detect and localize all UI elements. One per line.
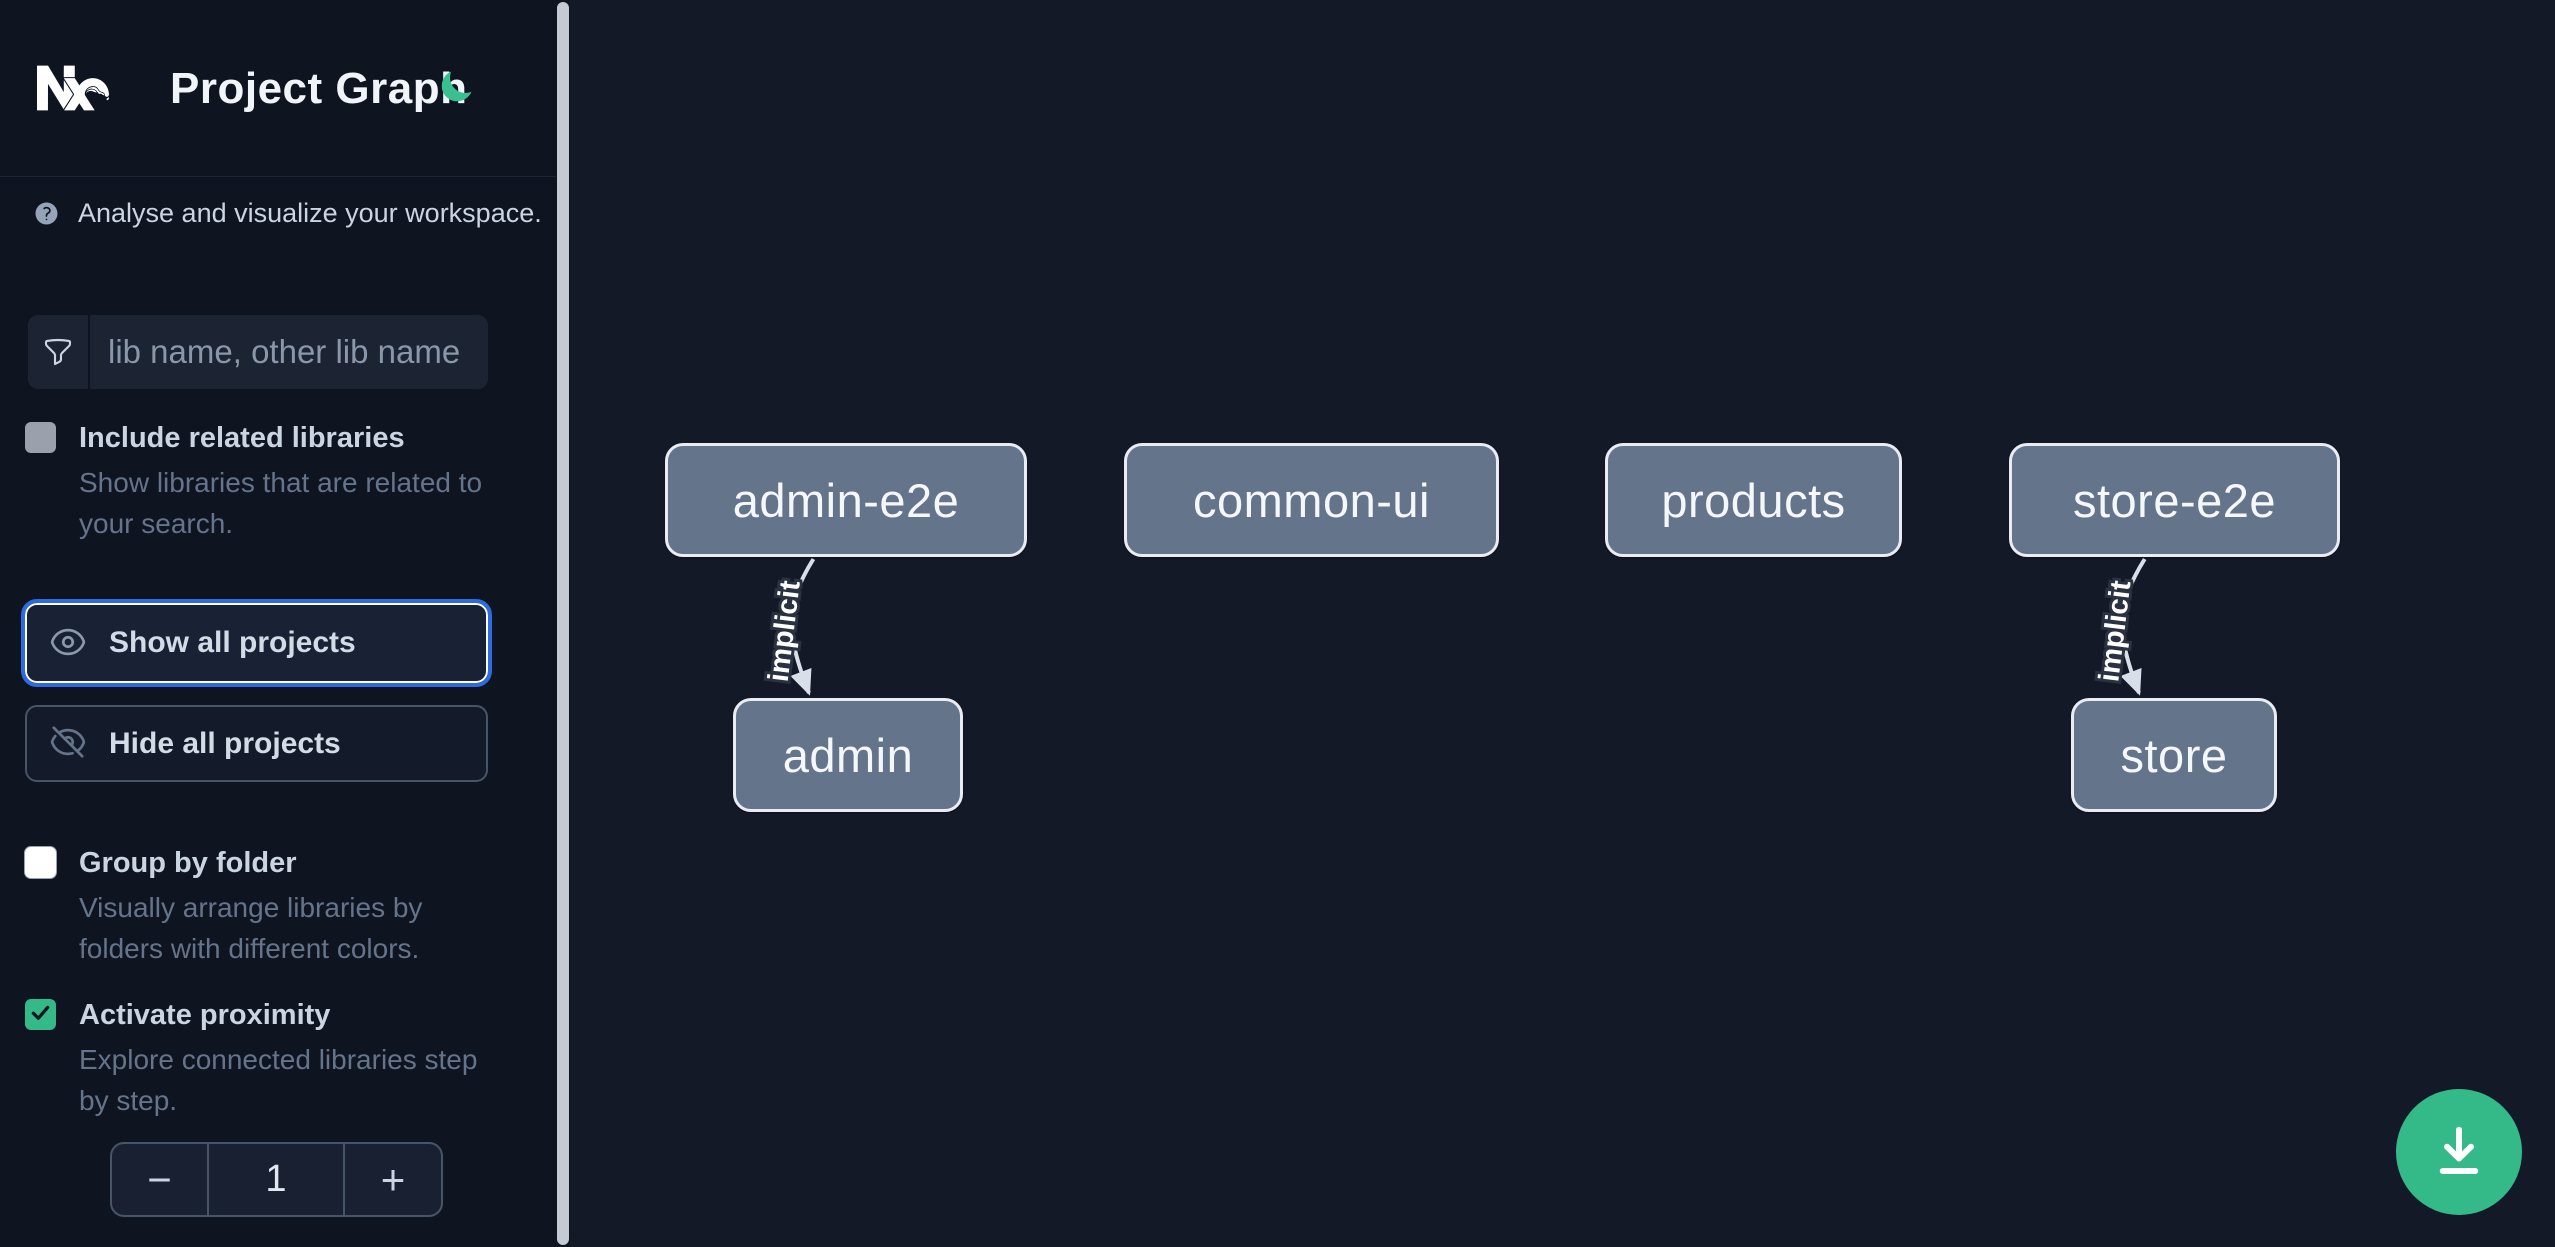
hide-all-projects-button[interactable]: Hide all projects <box>25 705 488 782</box>
eye-slash-icon <box>49 723 87 764</box>
moon-icon <box>437 71 475 109</box>
include-related-checkbox[interactable] <box>25 422 56 453</box>
nx-logo <box>28 52 118 124</box>
theme-toggle-button[interactable] <box>436 68 476 108</box>
graph-node-label: common-ui <box>1193 473 1430 527</box>
funnel-icon <box>28 315 90 389</box>
graph-node-common-ui[interactable]: common-ui <box>1124 443 1499 557</box>
download-image-button[interactable] <box>2396 1089 2522 1215</box>
sidebar-scrollbar <box>556 0 570 1247</box>
graph-node-store[interactable]: store <box>2071 698 2277 812</box>
option-include-related: Include related libraries Show libraries… <box>25 420 499 544</box>
eye-icon <box>49 623 87 664</box>
proximity-decrement-button[interactable]: − <box>112 1144 209 1215</box>
sidebar-scrollbar-thumb[interactable] <box>557 2 569 1245</box>
proximity-increment-button[interactable]: + <box>343 1144 441 1215</box>
graph-node-label: store-e2e <box>2072 473 2277 527</box>
activate-proximity-label: Activate proximity <box>79 999 331 1031</box>
graph-node-admin-e2e[interactable]: admin-e2e <box>665 443 1027 557</box>
show-all-projects-label: Show all projects <box>109 626 356 659</box>
show-all-projects-button[interactable]: Show all projects <box>21 599 492 687</box>
graph-node-label: admin <box>782 728 914 782</box>
graph-node-label: products <box>1661 473 1846 527</box>
group-by-folder-checkbox[interactable] <box>25 847 56 878</box>
graph-node-label: admin-e2e <box>732 473 960 527</box>
intro-text: Analyse and visualize your workspace. <box>78 198 542 228</box>
info-icon <box>33 200 60 227</box>
intro-row: Analyse and visualize your workspace. <box>33 198 542 229</box>
download-icon <box>2429 1121 2489 1184</box>
graph-node-admin[interactable]: admin <box>733 698 963 812</box>
option-activate-proximity: Activate proximity Explore connected lib… <box>25 997 499 1121</box>
graph-node-products[interactable]: products <box>1605 443 1902 557</box>
option-group-by-folder: Group by folder Visually arrange librari… <box>25 845 499 969</box>
graph-canvas[interactable] <box>570 0 2555 1247</box>
proximity-value[interactable]: 1 <box>265 1158 287 1200</box>
search-input[interactable] <box>90 315 488 389</box>
proximity-stepper: − 1 + <box>110 1142 443 1217</box>
sidebar-header: Project Graph <box>0 0 556 177</box>
include-related-label: Include related libraries <box>79 422 405 454</box>
graph-node-label: store <box>2120 728 2228 782</box>
group-by-folder-label: Group by folder <box>79 847 297 879</box>
page-title: Project Graph <box>170 64 468 113</box>
sidebar: Project Graph Analyse and visualize your… <box>0 0 556 1247</box>
activate-proximity-checkbox[interactable] <box>25 999 56 1030</box>
check-icon <box>29 1001 52 1029</box>
activate-proximity-description: Explore connected libraries step by step… <box>79 1044 478 1116</box>
include-related-description: Show libraries that are related to your … <box>79 467 483 539</box>
search-box <box>28 315 488 389</box>
graph-node-store-e2e[interactable]: store-e2e <box>2009 443 2340 557</box>
group-by-folder-description: Visually arrange libraries by folders wi… <box>79 892 423 964</box>
hide-all-projects-label: Hide all projects <box>109 726 341 760</box>
